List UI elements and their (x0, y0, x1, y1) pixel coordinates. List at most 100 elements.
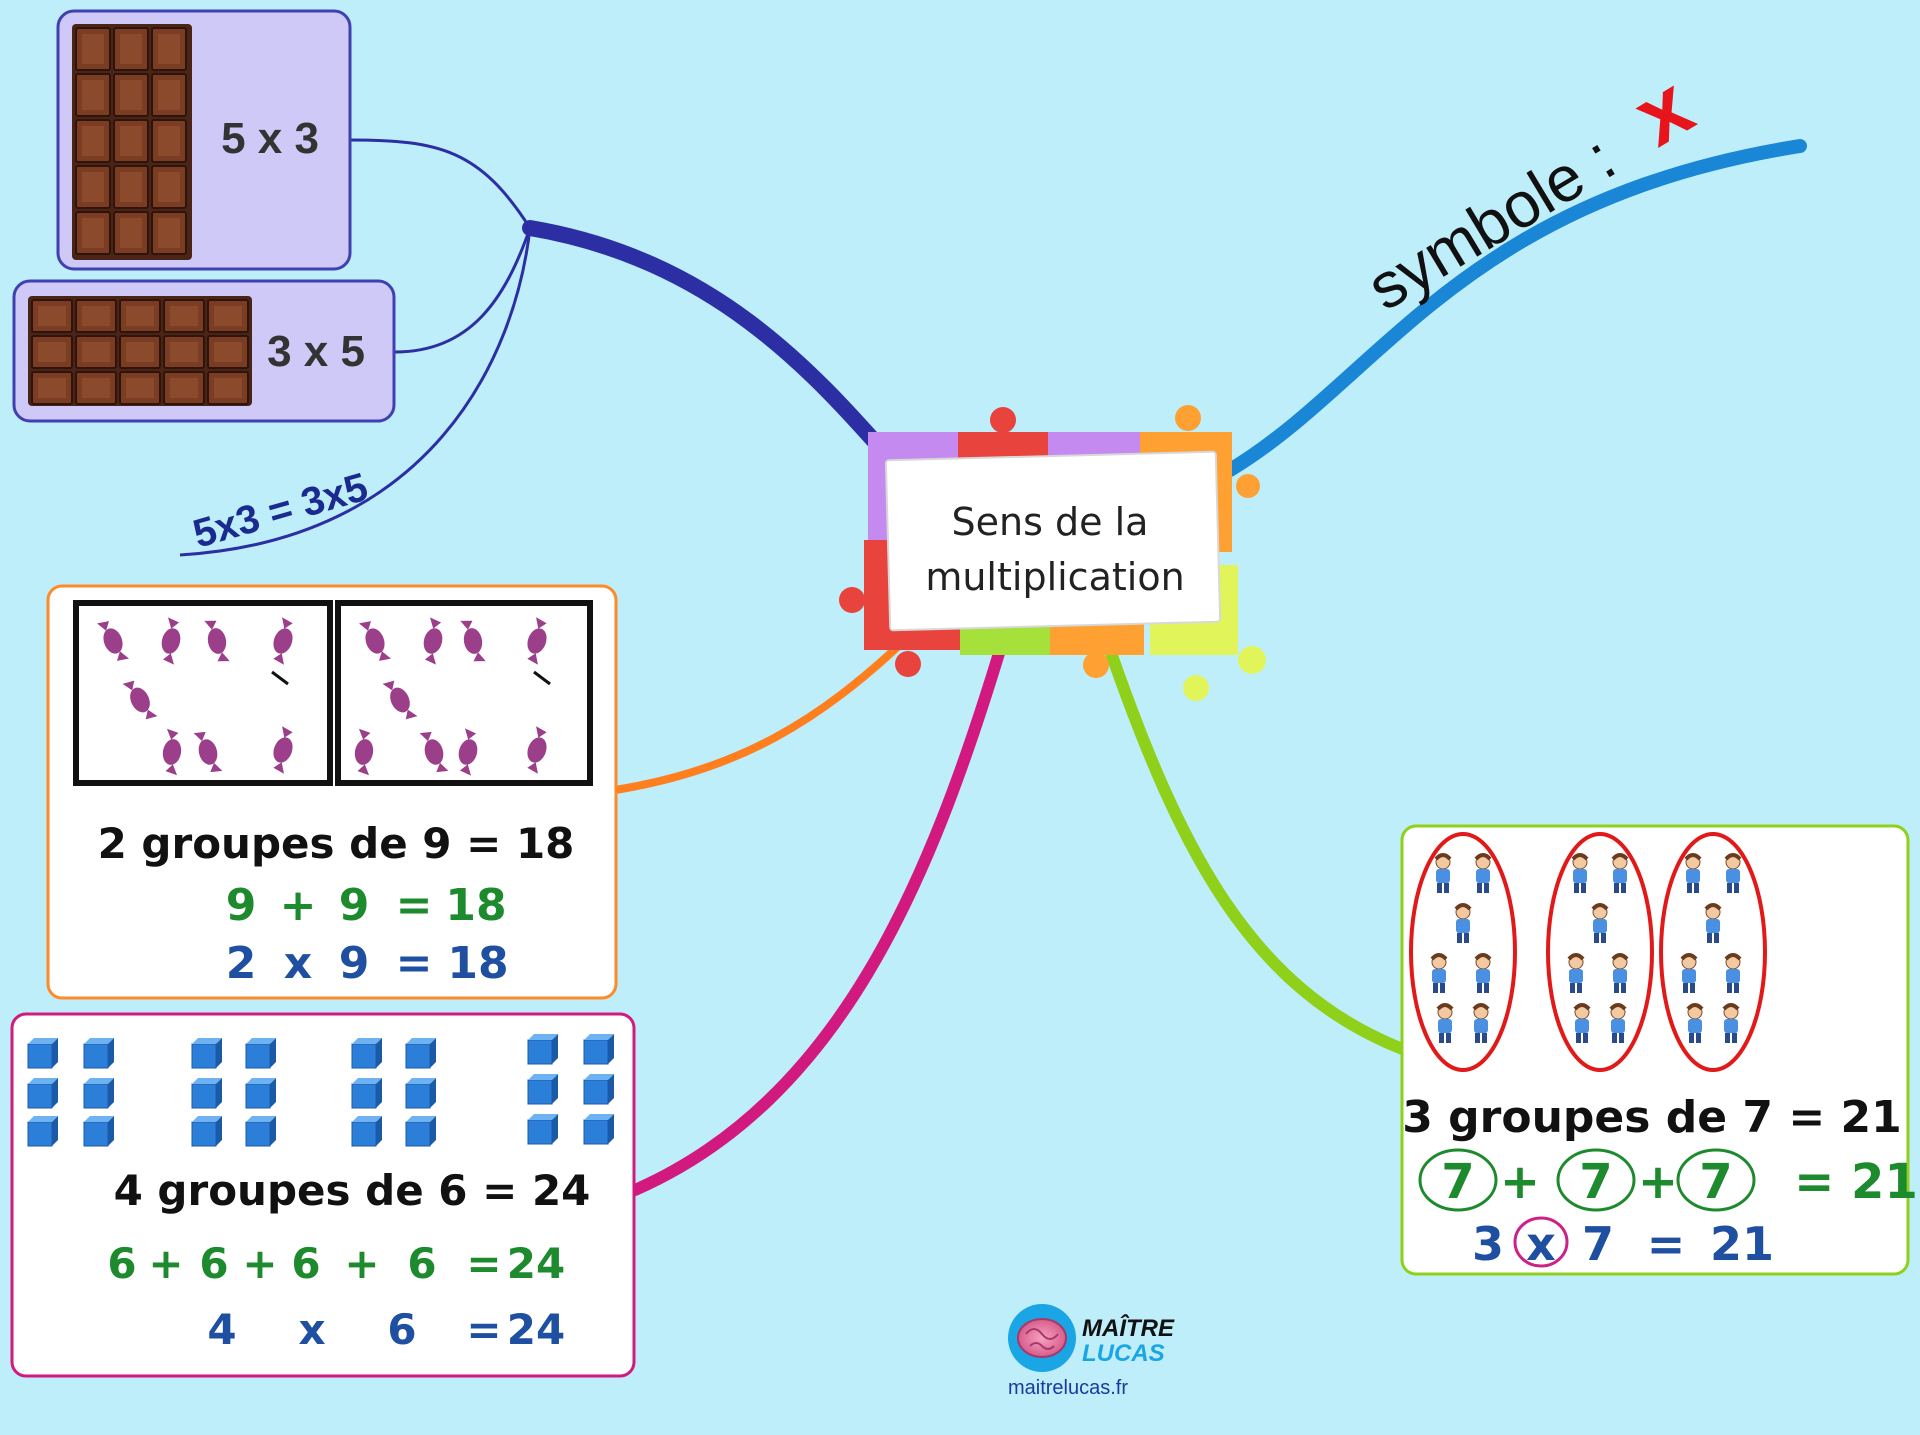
equation-token: 3 (1472, 1217, 1504, 1271)
child-icon (1472, 1003, 1490, 1043)
central-node[interactable]: Sens de la multiplication (839, 405, 1266, 701)
cube-icon (245, 1038, 276, 1069)
label-3x5: 3 x 5 (267, 327, 365, 376)
cube-icon (83, 1038, 114, 1069)
equation-token: 7 (1579, 1154, 1612, 1210)
chocolate-square-inner (158, 218, 180, 248)
equation-token: + (1500, 1154, 1540, 1210)
equation-token: 6 (291, 1239, 320, 1288)
center-title-line1: Sens de la (952, 500, 1149, 544)
cube-icon (245, 1116, 276, 1147)
branch-cubes (629, 644, 1006, 1196)
candy-addition: 9 +9 =18 (226, 880, 507, 931)
chocolate-square-inner (126, 306, 154, 326)
cube-icon (583, 1034, 614, 1065)
equation-token: = (396, 880, 433, 931)
chocolate-square-inner (214, 378, 242, 398)
group-circle (1409, 832, 1517, 1072)
equation-token: 9 (339, 880, 370, 931)
chocolate-square-inner (38, 306, 66, 326)
chocolate-square-inner (158, 34, 180, 64)
cube-icon (527, 1114, 558, 1145)
candy-title: 2 groupes de 9 = 18 (98, 819, 575, 868)
branches (179, 138, 1807, 1196)
child-icon (1567, 953, 1585, 993)
equation-token: 9 (226, 880, 257, 931)
equation-token: 6 (199, 1239, 228, 1288)
group-circle (1659, 832, 1767, 1072)
child-icon (1474, 953, 1492, 993)
child-icon (1680, 953, 1698, 993)
equation-token: 7 (1441, 1154, 1474, 1210)
group-circle (1546, 832, 1654, 1072)
candy-icon (354, 728, 374, 776)
candy-icon (193, 731, 223, 773)
cube-icon (27, 1078, 58, 1109)
equation-token: = (466, 1305, 501, 1354)
candy-mark (271, 670, 551, 686)
child-icon (1611, 853, 1629, 893)
logo[interactable]: MAÎTRE LUCAS maitrelucas.fr (1008, 1304, 1175, 1399)
cube-icon (527, 1074, 558, 1105)
equation-token: 6 (107, 1239, 136, 1288)
chocolate-square-inner (82, 218, 104, 248)
equation-token: + (148, 1239, 183, 1288)
cube-icon (405, 1038, 436, 1069)
chocolate-square-inner (82, 80, 104, 110)
number-circle (1556, 1148, 1636, 1212)
chocolate-square-inner (120, 218, 142, 248)
candy-icon (460, 620, 486, 662)
chocolate-square-inner (82, 342, 110, 362)
child-icon (1611, 953, 1629, 993)
chocolate-square-inner (170, 306, 198, 326)
equation-token: x (284, 938, 312, 989)
chocolate-square-inner (82, 378, 110, 398)
equation-token: 7 (1699, 1154, 1732, 1210)
cube-icon (351, 1116, 382, 1147)
cube-icon (351, 1038, 382, 1069)
candy-icon (97, 621, 129, 661)
cube-icon (583, 1114, 614, 1145)
logo-url[interactable]: maitrelucas.fr (1008, 1377, 1128, 1399)
child-icon (1474, 853, 1492, 893)
chocolate-square-inner (82, 34, 104, 64)
symbol-label-group: symbole : x (1355, 57, 1708, 324)
branch-commutativity (522, 220, 908, 478)
equation-token: + (280, 880, 317, 931)
chocolate-square-inner (214, 342, 242, 362)
chocolate-bar-icon (72, 24, 192, 260)
sub-branch-horizontal (394, 227, 532, 354)
sub-branch-equality (179, 227, 532, 557)
equation-token: 9 (339, 938, 370, 989)
equation-token: 18 (445, 880, 506, 931)
cube-icon (245, 1078, 276, 1109)
people-title: 3 groupes de 7 = 21 (1402, 1092, 1902, 1143)
equation-token: 2 (226, 938, 257, 989)
branch-symbol (1223, 139, 1807, 477)
cube-icon (527, 1034, 558, 1065)
candy-icon (527, 617, 547, 665)
equation-token: = (1647, 1217, 1686, 1271)
center-card (884, 450, 1222, 632)
candy-icon (162, 728, 182, 776)
branch-people (1104, 644, 1411, 1056)
equation-token: = 21 (1794, 1154, 1918, 1210)
chocolate-square-inner (120, 34, 142, 64)
chocolate-bar-icon (28, 296, 252, 406)
candy-icon (423, 617, 443, 665)
equation-token: 21 (1710, 1217, 1774, 1271)
chocolate-square-inner (170, 378, 198, 398)
chocolate-square-inner (126, 378, 154, 398)
symbol-label: symbole : (1355, 121, 1627, 324)
cube-icon (27, 1038, 58, 1069)
sub-branch-vertical (349, 138, 532, 229)
candy-icon (161, 617, 181, 665)
candy-icon (273, 617, 293, 665)
logo-line2: LUCAS (1082, 1340, 1165, 1367)
cube-icon (191, 1038, 222, 1069)
chocolate-square-inner (120, 126, 142, 156)
chocolate-square-inner (158, 172, 180, 202)
